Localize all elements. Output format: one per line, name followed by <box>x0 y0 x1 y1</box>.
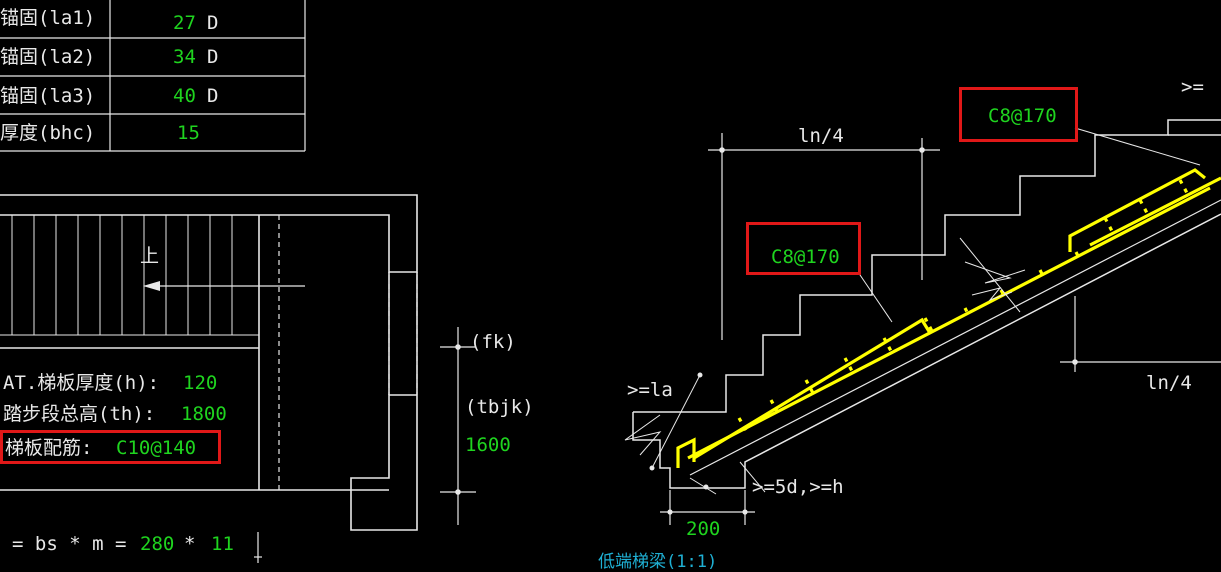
step-formula-tick <box>254 532 262 563</box>
table-label-la3: 锚固(la3) <box>0 85 96 107</box>
step-width-value: 280 <box>140 533 175 555</box>
tbjk-dimension-line <box>440 327 476 525</box>
mid-rebar-highlight-box <box>746 222 861 275</box>
stair-section-outline <box>632 119 1221 489</box>
slab-rebar-value: C10@140 <box>116 437 197 459</box>
slab-thickness-label: AT.梯板厚度(h): <box>3 372 160 394</box>
anchor-la-label: >=la <box>627 379 673 401</box>
slab-bottom-line <box>689 199 1221 476</box>
total-height-label: 踏步段总高(th): <box>3 403 156 425</box>
stair-plan <box>0 194 418 531</box>
step-count-value: 11 <box>211 533 234 555</box>
width-200-value: 200 <box>686 518 721 540</box>
rebar-highlight-box <box>0 430 221 464</box>
rebar-main <box>676 168 1221 468</box>
table-value-bhc: 15 <box>177 122 200 144</box>
up-arrow-icon <box>143 281 305 291</box>
break-line-symbol <box>959 237 1026 313</box>
table-label-bhc: 厚度(bhc) <box>0 122 96 144</box>
stair-treads <box>0 215 259 336</box>
rebar-label-leaders <box>857 127 1201 323</box>
table-label-la1: 锚固(la1) <box>0 7 96 29</box>
table-unit-la2: D <box>207 46 219 68</box>
anchor-leaders <box>649 372 766 495</box>
top-rebar-label-2: C8@170 <box>771 246 840 268</box>
tbjk-label: (tbjk) <box>465 396 534 418</box>
table-unit-la1: D <box>207 12 219 34</box>
ln4-right-dimension <box>1060 296 1221 372</box>
rebar-stirrup-dots <box>737 179 1189 433</box>
break-symbol-left <box>624 414 662 456</box>
top-rebar-label-1: C8@170 <box>988 105 1057 127</box>
table-value-la1: 27 <box>173 12 196 34</box>
slab-rebar-label: 梯板配筋: <box>5 437 93 459</box>
fk-label: (fk) <box>470 331 516 353</box>
step-formula-label: = bs * m = <box>12 533 127 555</box>
ln4-top-label: ln/4 <box>798 125 844 147</box>
total-height-value: 1800 <box>181 403 227 425</box>
table-value-la3: 40 <box>173 85 196 107</box>
step-formula-sep: * <box>184 533 196 555</box>
width-200-dimension <box>660 490 755 525</box>
top-rebar-highlight-box <box>959 87 1078 142</box>
partial-top-right-label: >= <box>1181 76 1204 98</box>
table-unit-la3: D <box>207 85 219 107</box>
ln4-top-dimension <box>708 133 940 340</box>
landing-dashed-lines <box>278 215 418 490</box>
ln4-right-label: ln/4 <box>1146 372 1192 394</box>
table-value-la2: 34 <box>173 46 196 68</box>
slab-thickness-value: 120 <box>183 372 218 394</box>
tbjk-value: 1600 <box>465 434 511 456</box>
parameter-table <box>0 0 306 152</box>
anchor-5d-label: >=5d,>=h <box>752 476 844 498</box>
up-direction-label: 上 <box>140 245 160 267</box>
table-label-la2: 锚固(la2) <box>0 46 96 68</box>
